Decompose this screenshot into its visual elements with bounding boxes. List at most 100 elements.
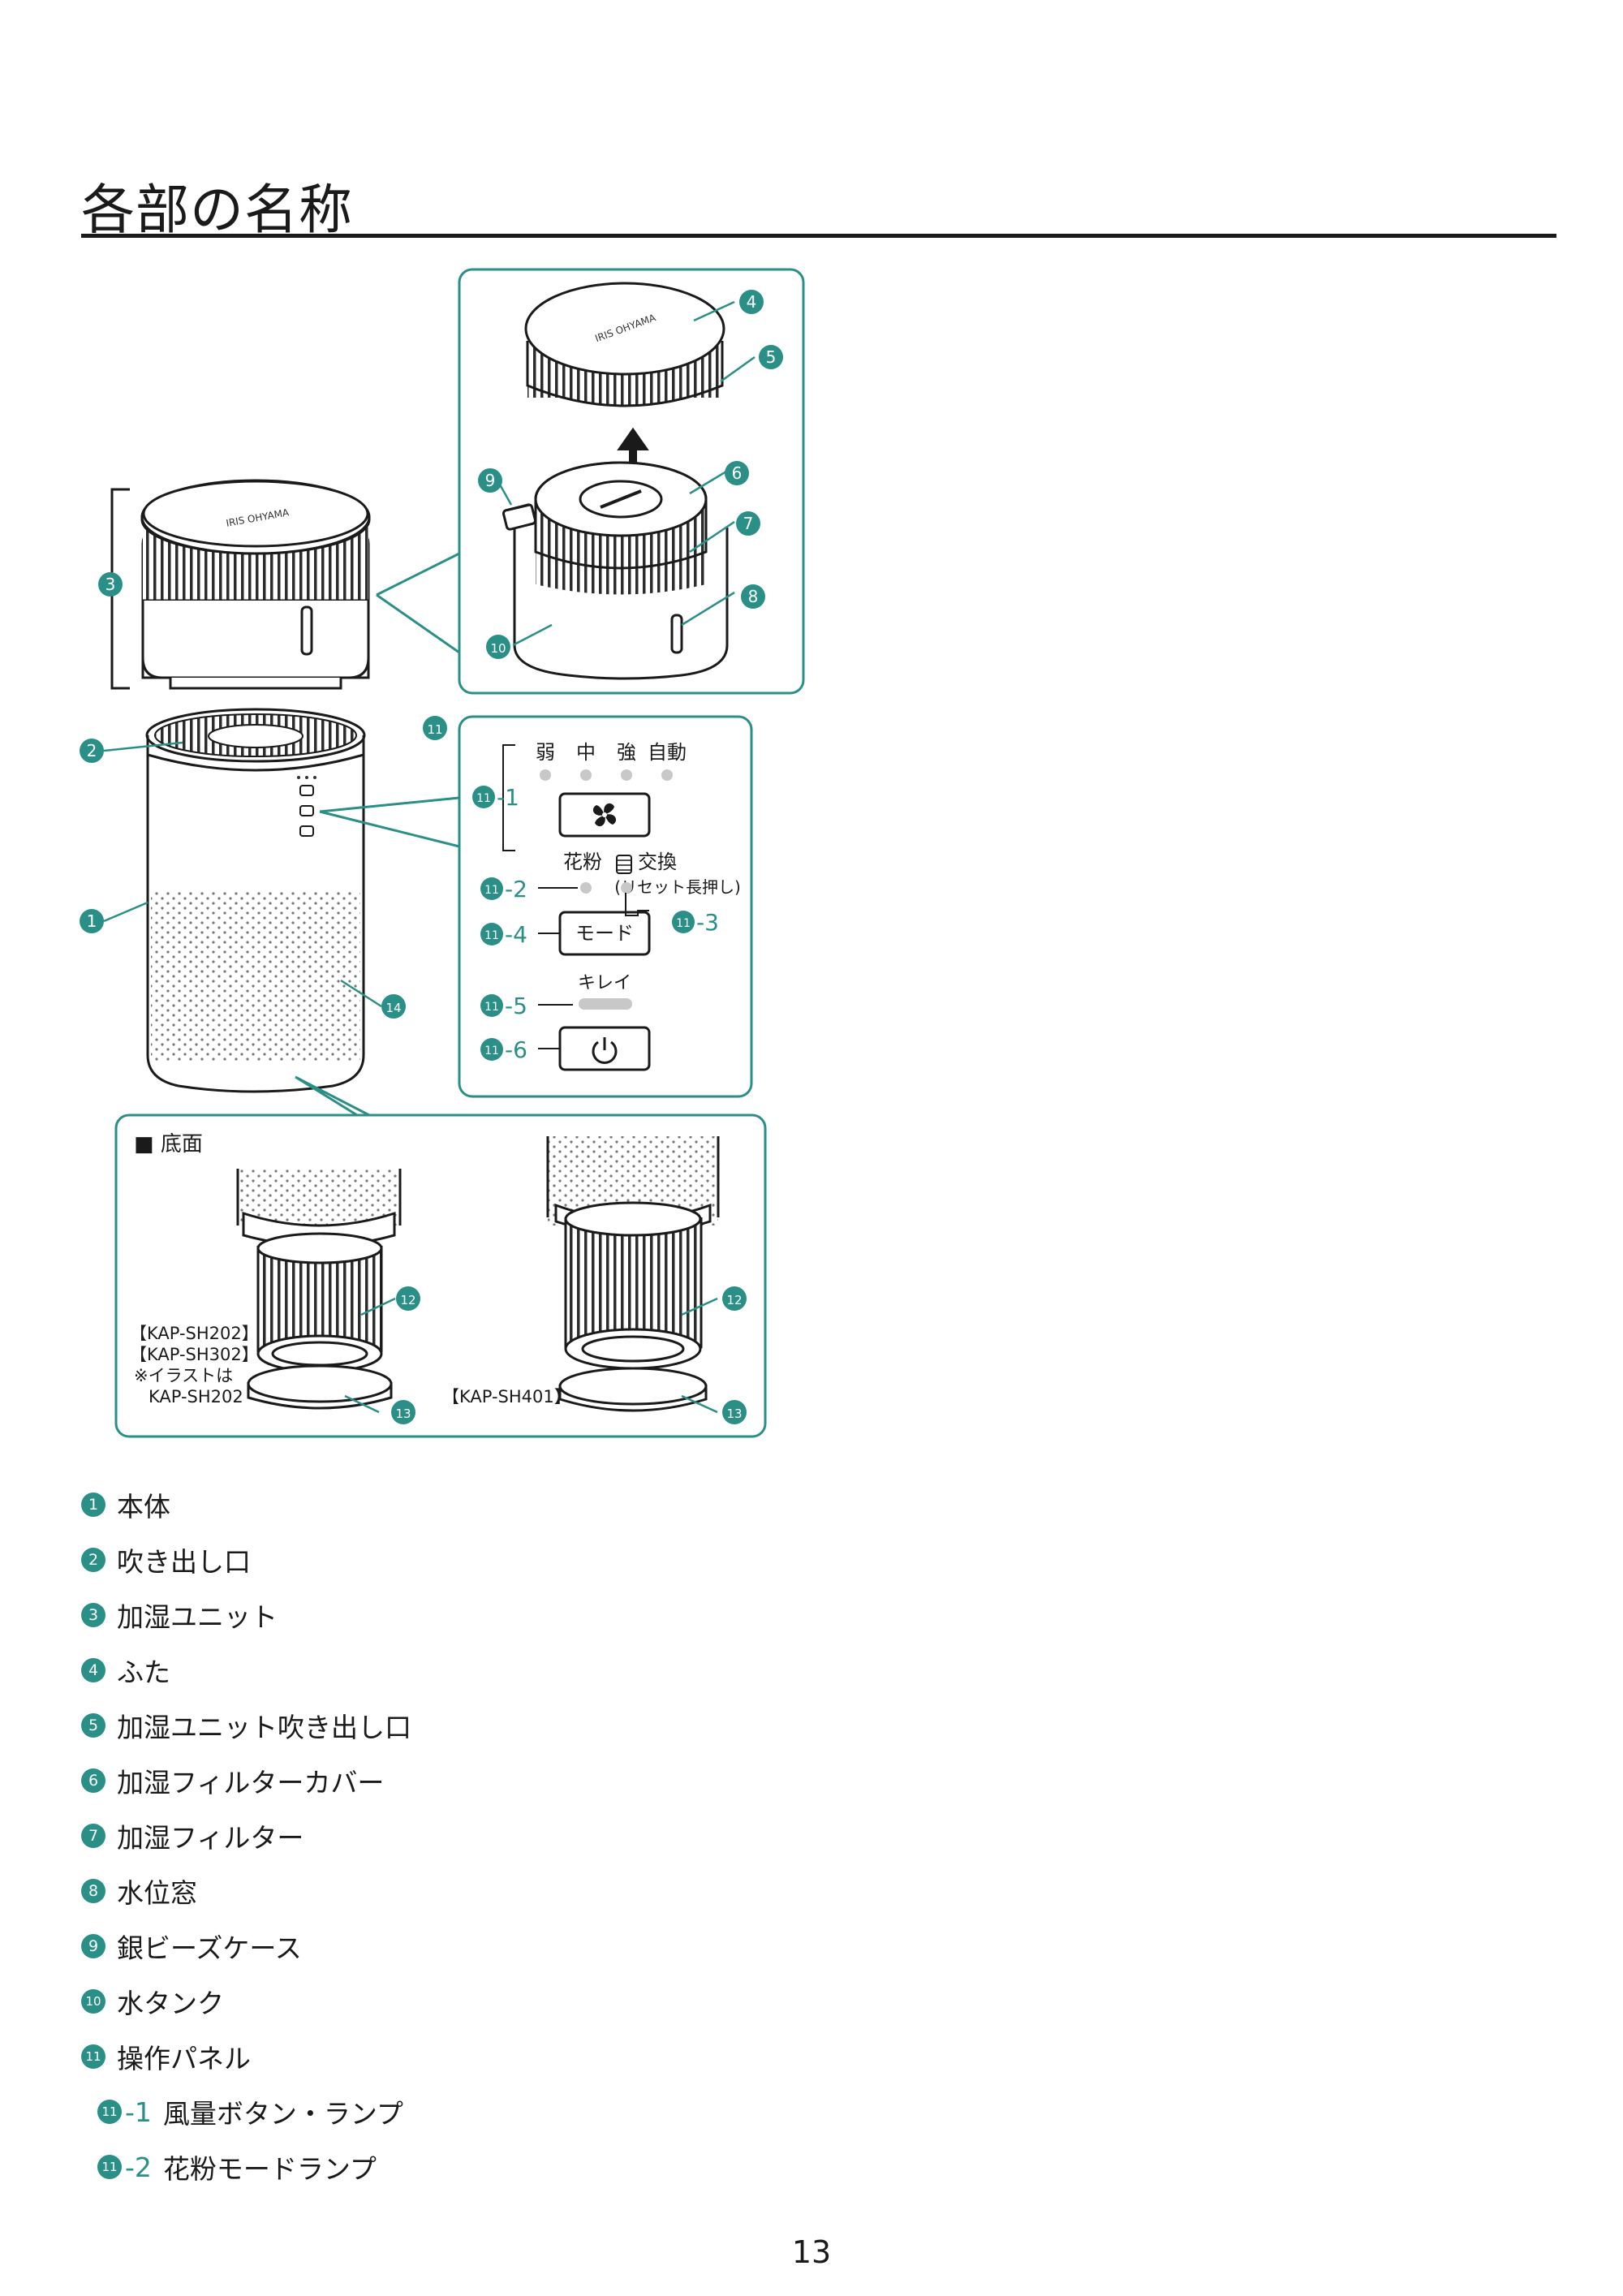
svg-text:8: 8 bbox=[748, 587, 759, 606]
clean-indicator-bar bbox=[579, 998, 632, 1010]
panel-sub-labels: 11-111-211-311-411-511-6 bbox=[472, 784, 719, 1063]
callout-9: 9 bbox=[478, 468, 502, 493]
page-number: 13 bbox=[791, 2234, 832, 2270]
svg-text:6: 6 bbox=[732, 463, 743, 483]
part-number-badge: 11 bbox=[97, 2155, 122, 2179]
svg-text:2: 2 bbox=[87, 741, 97, 760]
callout-13: 13 bbox=[391, 1400, 415, 1424]
part-label: 銀ビーズケース bbox=[117, 1932, 302, 1964]
part-label: ふた bbox=[117, 1656, 170, 1688]
svg-text:4: 4 bbox=[747, 292, 757, 312]
panel-sub-label-2: 11 -2 bbox=[480, 876, 527, 902]
part-item: 11-1 風量ボタン・ランプ bbox=[81, 2084, 411, 2139]
part-number-badge: 5 bbox=[81, 1713, 105, 1738]
svg-text:-6: -6 bbox=[505, 1036, 527, 1063]
control-panel: 弱 中 強 自動 花粉 交換 (リセット長押し) モード キレイ bbox=[502, 741, 741, 1071]
callout-14: 14 bbox=[381, 994, 406, 1019]
part-number-badge: 11 bbox=[97, 2100, 122, 2124]
inset-bottom bbox=[114, 1114, 767, 1438]
part-label: 風量ボタン・ランプ bbox=[162, 2098, 403, 2130]
page-title: 各部の名称 bbox=[81, 179, 353, 241]
filter-icon bbox=[616, 855, 632, 874]
svg-text:11: 11 bbox=[484, 929, 499, 942]
inset-humidifier bbox=[458, 268, 805, 695]
callout-8: 8 bbox=[741, 584, 765, 609]
svg-text:11: 11 bbox=[484, 1045, 499, 1058]
svg-text:11: 11 bbox=[676, 917, 691, 930]
callout-12: 12 bbox=[722, 1286, 747, 1311]
model-left-1: 【KAP-SH202】 bbox=[130, 1324, 259, 1343]
svg-text:-2: -2 bbox=[505, 876, 527, 902]
part-label: 花粉モードランプ bbox=[162, 2153, 377, 2185]
bottom-heading: ■ 底面 bbox=[134, 1132, 203, 1157]
panel-sub-label-6: 11 -6 bbox=[480, 1036, 527, 1063]
part-sub-number: -1 bbox=[125, 2096, 152, 2128]
main-unit: IRIS OHYAMA bbox=[140, 479, 371, 1093]
part-item: 4 ふた bbox=[81, 1643, 411, 1698]
model-left-note-2: KAP-SH202 bbox=[131, 1387, 243, 1406]
svg-text:-5: -5 bbox=[505, 993, 527, 1019]
part-label: 吹き出し口 bbox=[117, 1546, 251, 1578]
part-number-badge: 4 bbox=[81, 1658, 105, 1682]
svg-text:3: 3 bbox=[105, 575, 116, 594]
pollen-label: 花粉 bbox=[563, 851, 602, 873]
inset-control-panel bbox=[458, 715, 753, 1098]
svg-text:10: 10 bbox=[490, 641, 506, 656]
part-item: 9 銀ビーズケース bbox=[81, 1919, 411, 1974]
svg-text:12: 12 bbox=[726, 1293, 742, 1307]
callout-1: 1 bbox=[80, 909, 104, 933]
svg-text:11: 11 bbox=[484, 884, 499, 897]
panel-sub-label-4: 11 -4 bbox=[480, 921, 527, 948]
callout-5: 5 bbox=[759, 345, 783, 369]
model-right: 【KAP-SH401】 bbox=[442, 1387, 571, 1406]
part-label: 操作パネル bbox=[117, 2043, 251, 2074]
part-item: 2 吹き出し口 bbox=[81, 1532, 411, 1587]
part-item: 11-2 花粉モードランプ bbox=[81, 2139, 411, 2195]
svg-text:13: 13 bbox=[395, 1406, 411, 1421]
part-number-badge: 6 bbox=[81, 1768, 105, 1793]
callout-7: 7 bbox=[736, 511, 760, 536]
svg-text:7: 7 bbox=[743, 514, 754, 533]
part-number-badge: 2 bbox=[81, 1548, 105, 1572]
svg-text:-4: -4 bbox=[505, 921, 527, 948]
svg-text:11: 11 bbox=[484, 1001, 499, 1014]
replace-label: 交換 bbox=[638, 851, 677, 873]
power-icon bbox=[592, 1037, 618, 1064]
mode-label-mid: 中 bbox=[576, 741, 596, 764]
callout-2: 2 bbox=[80, 739, 104, 763]
callout-4: 4 bbox=[739, 290, 764, 314]
panel-sub-label-5: 11 -5 bbox=[480, 993, 527, 1019]
part-label: 加湿フィルターカバー bbox=[117, 1767, 385, 1798]
part-label: 水位窓 bbox=[117, 1877, 197, 1909]
svg-text:9: 9 bbox=[485, 471, 496, 490]
part-number-badge: 7 bbox=[81, 1824, 105, 1848]
clean-label: キレイ bbox=[578, 973, 631, 993]
svg-text:11: 11 bbox=[476, 792, 491, 805]
reset-note: (リセット長押し) bbox=[614, 877, 741, 897]
svg-text:13: 13 bbox=[726, 1406, 742, 1421]
part-label: 水タンク bbox=[117, 1988, 224, 2019]
part-number-badge: 1 bbox=[81, 1493, 105, 1517]
callout-13: 13 bbox=[722, 1400, 747, 1424]
callout-11: 11 bbox=[423, 716, 447, 740]
part-item: 6 加湿フィルターカバー bbox=[81, 1753, 411, 1808]
bottom-views bbox=[236, 1136, 720, 1412]
model-left-2: 【KAP-SH302】 bbox=[130, 1345, 259, 1364]
svg-text:1: 1 bbox=[87, 911, 97, 931]
part-label: 本体 bbox=[117, 1491, 170, 1523]
svg-text:11: 11 bbox=[427, 722, 442, 737]
callout-6: 6 bbox=[725, 461, 749, 485]
title-rule bbox=[81, 234, 1556, 238]
callout-10: 10 bbox=[486, 635, 510, 659]
part-number-badge: 9 bbox=[81, 1934, 105, 1958]
part-sub-number: -2 bbox=[125, 2151, 152, 2183]
svg-text:5: 5 bbox=[766, 347, 777, 367]
